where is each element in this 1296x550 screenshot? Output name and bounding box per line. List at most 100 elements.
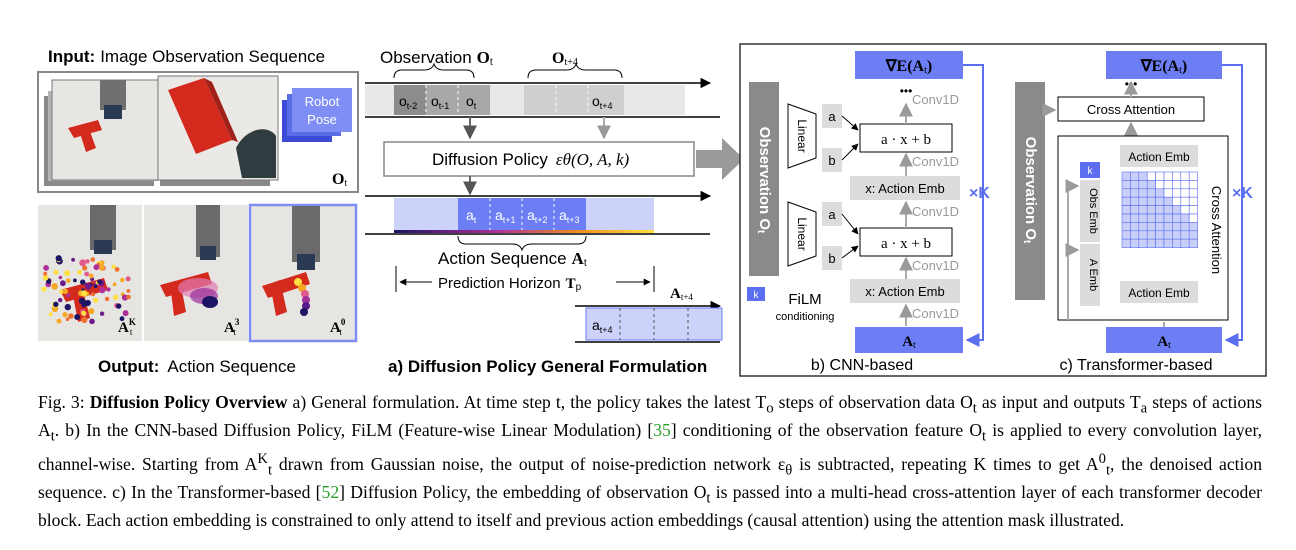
noise-point (51, 283, 58, 290)
b-linear-2 (787, 201, 817, 267)
attention-mask-cell (1188, 213, 1198, 223)
output-image-3 (144, 205, 248, 341)
svg-text:At: At (1157, 334, 1171, 351)
output-image-0 (248, 203, 358, 343)
attention-mask-cell (1121, 230, 1131, 240)
attention-mask-cell (1130, 171, 1140, 181)
attention-mask-cell (1172, 213, 1182, 223)
b-times-k: ×K (969, 185, 990, 202)
b-b-box-1 (822, 148, 842, 172)
attention-mask-cell (1163, 213, 1173, 223)
attention-mask-cell (1163, 222, 1173, 232)
figure: Input:Image Observation Sequence Robot P… (37, 43, 1267, 377)
attention-mask-cell (1163, 230, 1173, 240)
svg-text:Linear: Linear (795, 217, 809, 250)
noise-point (88, 273, 94, 279)
attention-mask-cell (1188, 196, 1198, 206)
attention-mask-cell (1172, 196, 1182, 206)
noise-gradient-bar (394, 230, 654, 233)
c-a-emb (1080, 244, 1100, 306)
noise-point (42, 275, 49, 281)
b-loop-arrow (963, 64, 984, 347)
svg-text:a: a (828, 207, 836, 222)
attention-mask-cell (1121, 213, 1131, 223)
svg-text:Obs Emb: Obs Emb (1087, 188, 1099, 234)
c-observation-vertical: Observation Ot (1021, 137, 1039, 244)
noise-point (65, 317, 70, 322)
noise-point (64, 303, 72, 311)
svg-text:∇E(At): ∇E(At) (885, 58, 932, 76)
attention-mask-cell (1138, 180, 1148, 190)
b-conv1d-4: Conv1D (912, 258, 959, 273)
caption-fig-label: Fig. 3: (38, 392, 85, 412)
panel-c-title: c) Transformer-based (1060, 357, 1213, 374)
svg-text:At: At (902, 334, 916, 351)
b-a-box-1 (822, 104, 842, 128)
svg-text:Action Emb: Action Emb (1128, 286, 1190, 300)
noise-point (64, 270, 71, 277)
noise-point (43, 271, 48, 276)
attention-mask-cell (1163, 180, 1173, 190)
svg-text:a: a (828, 109, 836, 124)
svg-text:Pose: Pose (307, 112, 337, 127)
attention-mask-cell (1172, 222, 1182, 232)
attention-mask-cell (1146, 188, 1156, 198)
noise-point (58, 275, 63, 280)
attention-mask-cell (1155, 180, 1165, 190)
caption-title: Diffusion Policy Overview (89, 392, 288, 412)
noise-point (104, 296, 110, 302)
attention-mask-cell (1172, 230, 1182, 240)
svg-text:b: b (828, 153, 835, 168)
obs-cell-t4: ot+4 (592, 93, 613, 111)
big-gray-arrow (696, 138, 744, 180)
c-cross-attention-box (1057, 96, 1205, 122)
attention-mask-cell (1155, 213, 1165, 223)
noise-point (125, 276, 131, 282)
attention-mask-cell (1130, 238, 1140, 248)
b-conv1d-5: Conv1D (912, 306, 959, 321)
attention-mask-cell (1130, 230, 1140, 240)
b-linear-1 (787, 103, 817, 169)
c-k-icon (1080, 162, 1100, 178)
attention-mask-cell (1163, 188, 1173, 198)
noise-point (84, 299, 91, 307)
action-cell-t2: at+2 (527, 207, 548, 225)
b-conv1d-3: Conv1D (912, 204, 959, 219)
noise-point (93, 297, 99, 303)
attention-mask-cell (1121, 222, 1131, 232)
attention-mask-cell (1138, 196, 1148, 206)
attention-mask-cell (1138, 238, 1148, 248)
svg-text:Robot: Robot (305, 94, 340, 109)
noise-point (48, 312, 53, 317)
attention-mask-cell (1155, 188, 1165, 198)
svg-text:a · x + b: a · x + b (881, 132, 931, 148)
attention-mask-cell (1180, 196, 1190, 206)
attention-mask-cell (1180, 230, 1190, 240)
noise-point (80, 279, 86, 285)
noise-point (113, 294, 119, 300)
attention-mask-cell (1188, 222, 1198, 232)
attention-mask-cell (1188, 205, 1198, 215)
noise-point (62, 312, 68, 318)
b-k-icon (747, 287, 765, 301)
attention-mask-cell (1180, 222, 1190, 232)
noise-point (62, 288, 69, 295)
attention-mask-cell (1146, 196, 1156, 206)
noise-point (97, 279, 102, 285)
attention-mask-cell (1155, 196, 1165, 206)
noise-point (74, 314, 81, 320)
noise-point (53, 301, 59, 307)
b-at-box (855, 327, 963, 353)
action-cell-t3: at+3 (559, 207, 580, 225)
robot-arm-image-2 (168, 78, 276, 178)
c-times-k: ×K (1232, 185, 1253, 202)
citation-35[interactable]: 35 (653, 420, 671, 441)
noise-point (93, 284, 98, 289)
attention-mask-cell (1138, 205, 1148, 215)
svg-text:Cross Attention: Cross Attention (1087, 102, 1175, 117)
citation-52[interactable]: 52 (321, 481, 340, 502)
obs-cell-t-1: ot-1 (431, 93, 449, 111)
noise-point (122, 310, 129, 317)
attention-mask-cell (1130, 180, 1140, 190)
